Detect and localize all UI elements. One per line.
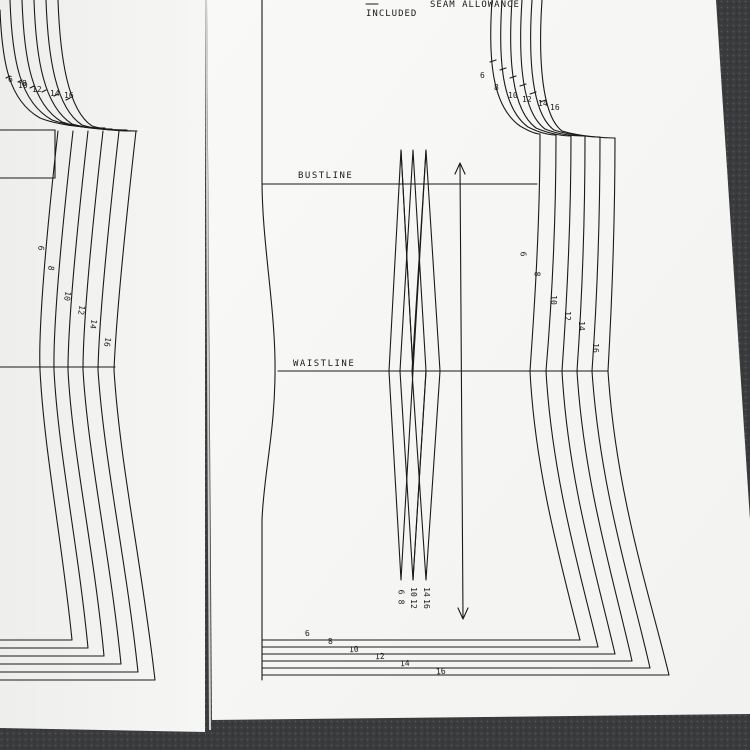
left-paper-sheet [0,0,205,732]
right-pattern-piece [261,0,670,681]
left-pattern-piece [0,0,156,681]
right-paper-sheet [207,0,750,720]
